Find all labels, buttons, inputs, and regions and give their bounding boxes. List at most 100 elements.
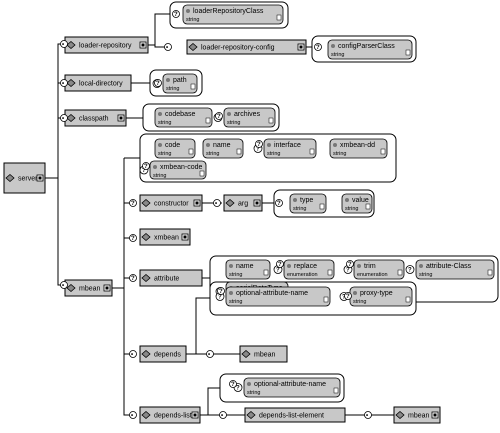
type-icon — [333, 387, 339, 394]
attribute-type: enumeration — [287, 272, 318, 278]
attribute-dot-icon — [229, 264, 233, 268]
attribute-type: string — [153, 173, 166, 179]
depends-node-label: depends — [154, 352, 181, 359]
compositor-sequence-icon — [181, 233, 189, 241]
server-node[interactable]: server — [3, 162, 46, 194]
depends-mbean-node[interactable]: mbean — [239, 345, 288, 363]
local-directory-node[interactable]: local-directory — [64, 74, 132, 92]
compositor-sequence-icon — [431, 411, 439, 419]
classpath-node[interactable]: classpath — [64, 109, 127, 127]
depends-list-node-label: depends-list — [154, 413, 192, 420]
attribute-type: string — [293, 206, 306, 212]
connector-lines — [45, 13, 394, 416]
depends-mbean-node-label: mbean — [254, 352, 276, 359]
svg-text:?: ? — [131, 236, 135, 242]
optional-question-mark-icon: ? — [229, 380, 237, 388]
type-icon — [365, 203, 371, 210]
svg-text:?: ? — [131, 276, 135, 282]
svg-text:?: ? — [142, 168, 146, 174]
attribute-dot-icon — [153, 165, 157, 169]
svg-text:?: ? — [256, 147, 260, 153]
depends-list-node[interactable]: depends-list — [139, 406, 201, 424]
attribute-dot-icon — [227, 112, 231, 116]
occurrence-plus-icon: • — [129, 350, 137, 358]
occurrence-plus-icon: • — [213, 199, 221, 207]
depends-list-mbean-node[interactable]: mbean — [393, 406, 441, 424]
optional-question-mark-icon: ? — [215, 112, 223, 120]
occurrence-plus-icon: • — [60, 40, 68, 48]
svg-text:?: ? — [346, 294, 350, 300]
depends-node[interactable]: depends — [139, 345, 187, 363]
svg-text:?: ? — [276, 268, 280, 274]
mbean-node[interactable]: mbean — [64, 279, 113, 297]
arg-node[interactable]: arg — [223, 194, 263, 212]
depends-list-element-node[interactable]: depends-list-element — [244, 407, 346, 423]
type-icon — [199, 170, 205, 177]
type-icon — [188, 148, 194, 155]
attribute-name: code — [165, 142, 180, 149]
occurrence-plus-icon: • — [364, 411, 372, 419]
element-diamond-icon — [141, 198, 151, 208]
type-icon — [190, 83, 196, 90]
type-icon — [319, 203, 325, 210]
attribute-dot-icon — [353, 291, 357, 295]
svg-text:•: • — [131, 413, 133, 419]
constructor-node[interactable]: constructor — [139, 194, 203, 212]
attribute-dot-icon — [267, 143, 271, 147]
optional-question-mark-icon: ? — [154, 79, 162, 87]
attribute-dot-icon — [158, 143, 162, 147]
attribute-type: string — [247, 390, 260, 396]
element-diamond-icon — [141, 410, 151, 420]
optional-question-mark-icon: ? — [129, 274, 137, 282]
element-diamond-icon — [395, 410, 405, 420]
attribute-type: string — [333, 151, 346, 157]
attribute-type: string — [331, 52, 344, 58]
attribute-dot-icon — [345, 198, 349, 202]
attribute-node[interactable]: attribute — [139, 269, 203, 287]
svg-text:•: • — [131, 352, 133, 358]
compositor-sequence-icon — [253, 199, 261, 207]
type-icon — [405, 296, 411, 303]
attribute-dot-icon — [166, 78, 170, 82]
attribute-dot-icon — [247, 382, 251, 386]
svg-text:•: • — [366, 413, 368, 419]
element-diamond-icon — [246, 410, 256, 420]
optional-question-mark-icon: ? — [255, 140, 263, 148]
loader-repository-config-node[interactable]: loader-repository-config — [186, 39, 307, 55]
xmbean-node[interactable]: xmbean — [139, 228, 191, 246]
compositor-sequence-icon — [117, 114, 125, 122]
occurrence-plus-icon: • — [60, 281, 68, 289]
attribute-name: codebase — [165, 111, 195, 118]
compositor-sequence-icon — [297, 43, 305, 51]
attribute-dot-icon — [186, 9, 190, 13]
svg-text:•: • — [215, 201, 217, 207]
svg-text:•: • — [62, 81, 64, 87]
optional-question-mark-icon: ? — [344, 292, 352, 300]
attribute-name: optional-attribute-name — [254, 381, 326, 388]
attribute-dot-icon — [293, 198, 297, 202]
attribute-type: string — [419, 272, 432, 278]
attribute-type: string — [206, 151, 219, 157]
attribute-name: name — [236, 263, 254, 270]
loader-repository-node[interactable]: loader-repository — [64, 36, 149, 54]
attribute-dot-icon — [331, 44, 335, 48]
compositor-sequence-icon — [36, 174, 44, 182]
optional-question-mark-icon: ? — [275, 199, 283, 207]
svg-text:•: • — [166, 45, 168, 51]
